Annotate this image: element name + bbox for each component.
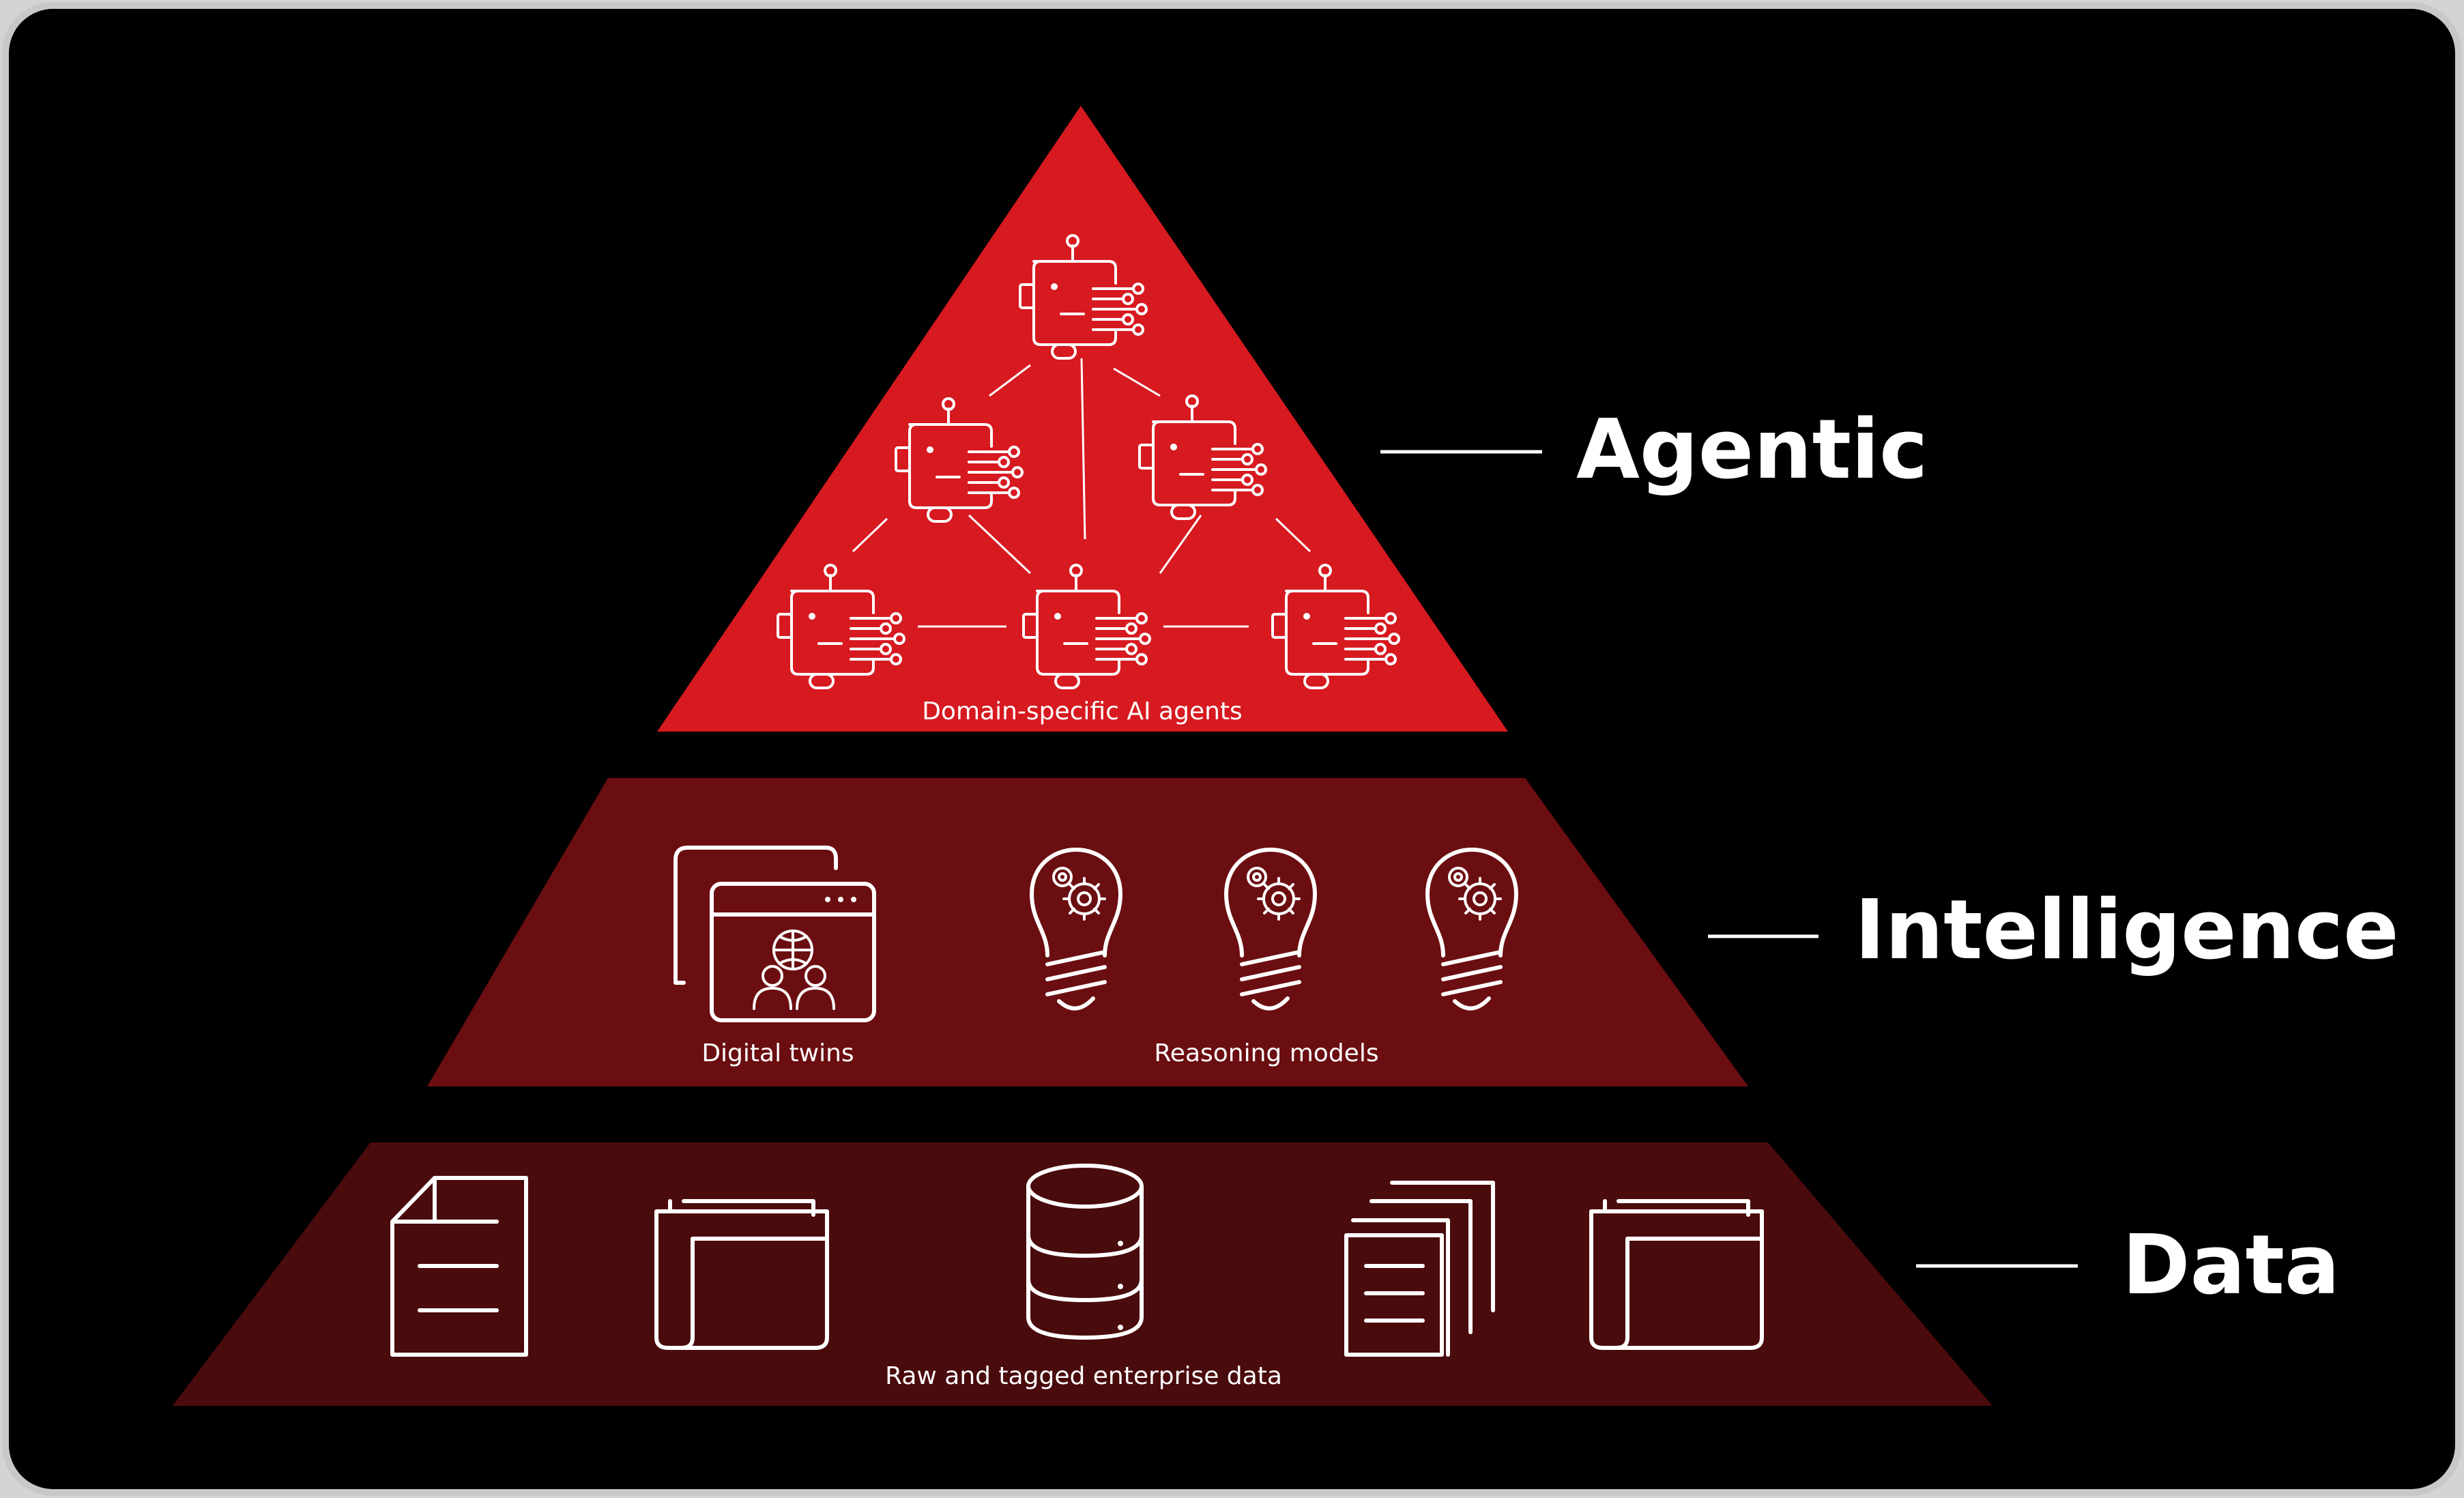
database-icon <box>1026 1164 1144 1340</box>
intelligence-label: Intelligence <box>1855 883 2398 978</box>
agentic-caption: Domain-specific AI agents <box>922 697 1243 725</box>
agentic-label: Agentic <box>1576 403 1928 498</box>
reasoning-models-caption: Reasoning models <box>1154 1039 1378 1067</box>
data-caption: Raw and tagged enterprise data <box>885 1362 1282 1390</box>
intelligence-tier <box>427 778 1748 1086</box>
digital-twin-window-icon <box>673 846 876 1022</box>
connector-lines <box>852 358 1311 628</box>
data-label: Data <box>2122 1218 2340 1313</box>
digital-twins-caption: Digital twins <box>701 1039 854 1067</box>
documents-stack-icon <box>1344 1181 1495 1357</box>
agent-network <box>777 234 1400 689</box>
document-icon <box>390 1176 528 1357</box>
data-tier <box>173 1142 1992 1406</box>
